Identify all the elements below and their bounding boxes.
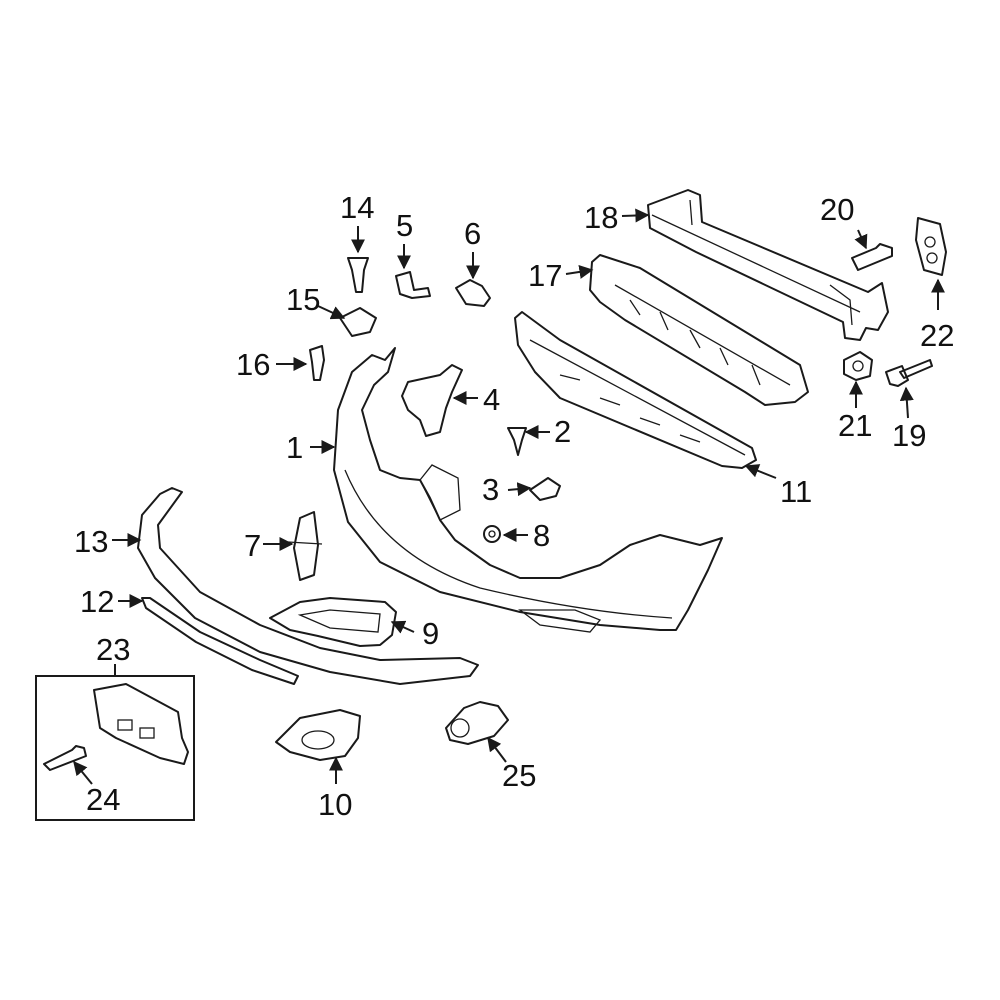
callout-9: 9 <box>422 616 439 651</box>
molding-strip-part <box>141 597 299 685</box>
callout-3: 3 <box>482 472 499 507</box>
callout-6: 6 <box>464 216 481 251</box>
callout-18: 18 <box>584 200 618 235</box>
lower-grille-part <box>514 311 757 469</box>
grommet-part <box>483 525 501 543</box>
callout-7: 7 <box>244 528 261 563</box>
bolt-part <box>395 243 933 387</box>
callout-21: 21 <box>838 408 872 443</box>
side-bracket-part <box>401 364 463 437</box>
callout-labels: 1 2 3 4 5 6 7 8 9 10 11 12 13 14 15 16 1… <box>74 190 954 822</box>
reinforcement-bar-part <box>647 189 889 341</box>
bumper-cover-part <box>333 347 723 633</box>
fog-lamp-bezel-part <box>275 709 361 761</box>
callout-12: 12 <box>80 584 114 619</box>
callout-19: 19 <box>892 418 926 453</box>
callout-leaders <box>73 208 945 785</box>
callout-14: 14 <box>340 190 374 225</box>
emblem-part <box>287 511 323 581</box>
callout-4: 4 <box>483 382 500 417</box>
callout-2: 2 <box>554 414 571 449</box>
callout-17: 17 <box>528 258 562 293</box>
callout-11: 11 <box>780 474 812 509</box>
gasket-plate-part <box>915 217 947 276</box>
callout-5: 5 <box>396 208 413 243</box>
callout-8: 8 <box>533 518 550 553</box>
callout-13: 13 <box>74 524 108 559</box>
clip-nut-part <box>339 307 561 501</box>
callout-23: 23 <box>96 632 130 667</box>
callout-25: 25 <box>502 758 536 793</box>
callout-24: 24 <box>86 782 120 817</box>
callout-20: 20 <box>820 192 854 227</box>
push-clip-part <box>309 257 527 456</box>
callout-22: 22 <box>920 318 954 353</box>
energy-absorber-part <box>589 254 809 406</box>
callout-16: 16 <box>236 347 270 382</box>
parking-sensor-part <box>445 701 509 745</box>
callout-10: 10 <box>318 787 352 822</box>
callout-15: 15 <box>286 282 320 317</box>
lower-valance-part <box>137 487 479 685</box>
callout-1: 1 <box>286 430 303 465</box>
nut-part <box>843 351 873 381</box>
fog-lamp-frame-part <box>269 597 397 647</box>
